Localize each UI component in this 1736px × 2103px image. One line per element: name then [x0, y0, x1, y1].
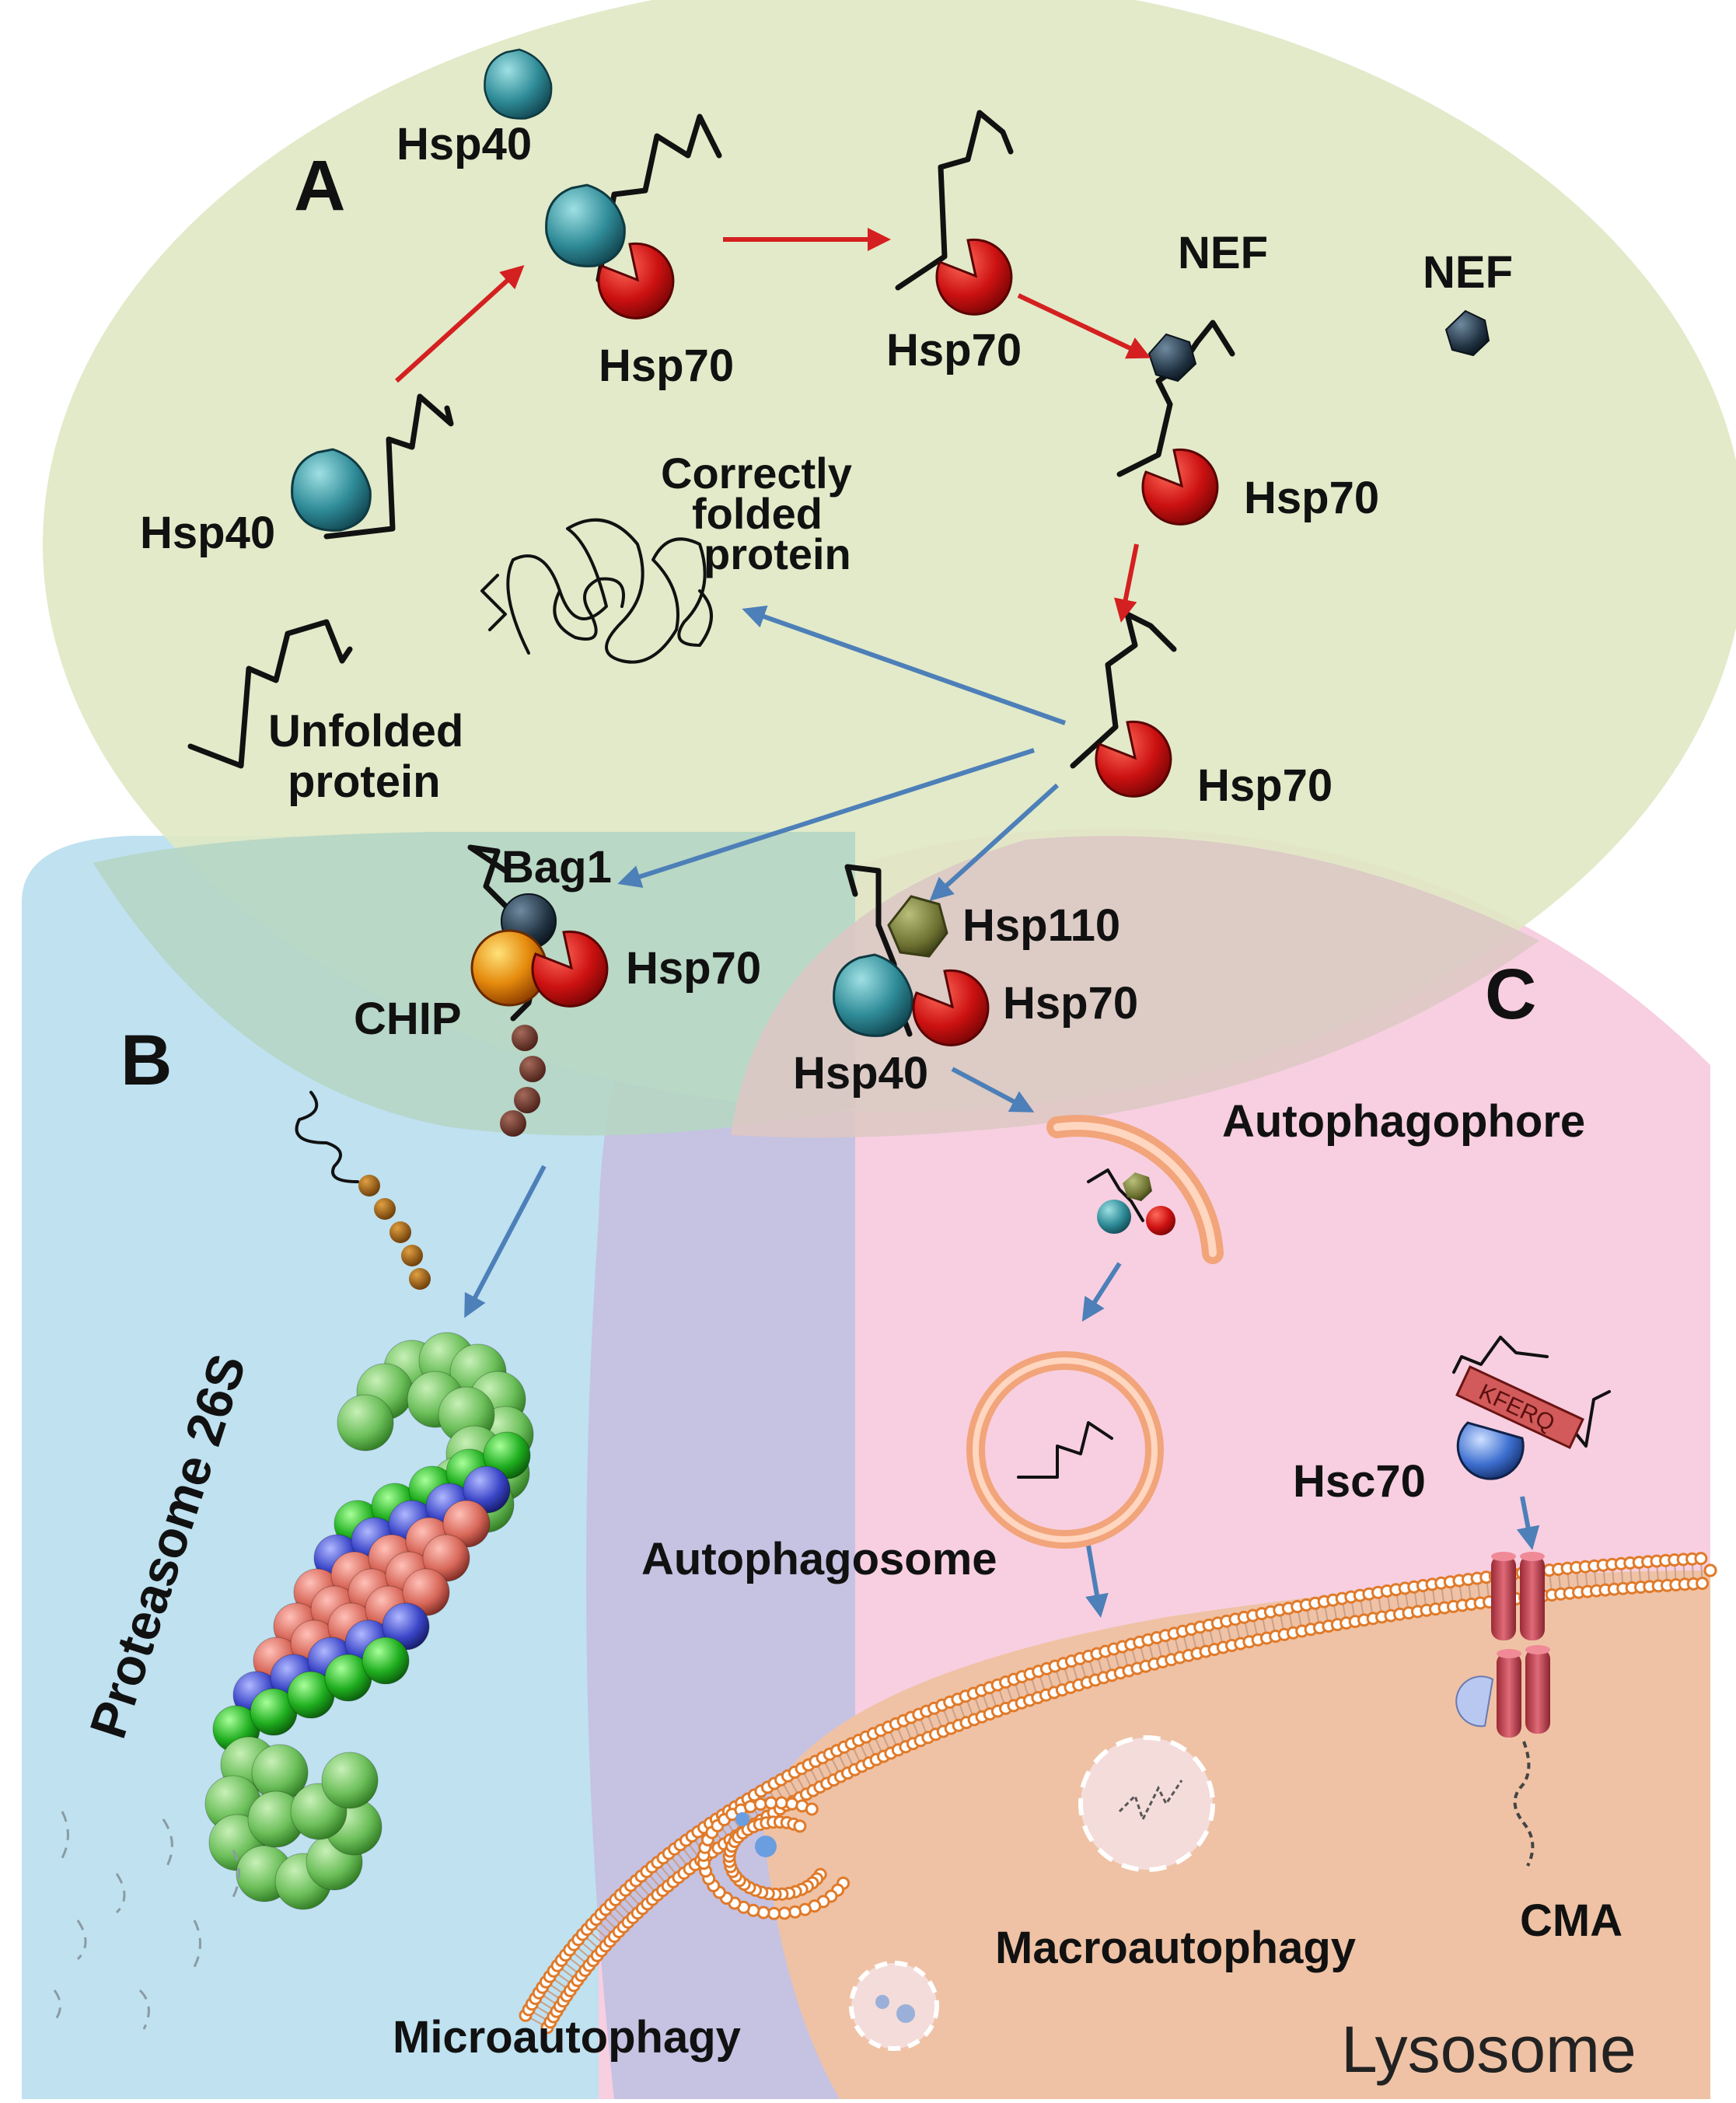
- ubiquitin-chain-icon: [500, 1025, 546, 1137]
- hsp110-icon: [887, 895, 948, 958]
- hsp70-label-b: Hsp70: [626, 943, 761, 994]
- arrow-unfolded-to-complex: [394, 264, 525, 383]
- hsp70-label-4: Hsp70: [1197, 760, 1333, 811]
- correctly-folded-line-2: folded: [692, 489, 823, 538]
- microautophagy-label: Microautophagy: [393, 2012, 741, 2063]
- arrow-to-hsp110: [929, 783, 1060, 902]
- arrow-to-bag1: [617, 748, 1035, 888]
- nef-bound-label: NEF: [1178, 228, 1268, 278]
- hsp110-hsp70-hsp40-complex: [833, 864, 990, 1046]
- section-label-b: B: [121, 1021, 172, 1100]
- arrow-hsc70-to-channel: [1516, 1496, 1540, 1550]
- arrow-hsp40-to-autophagophore: [951, 1067, 1035, 1113]
- correctly-folded-label: Correctly folded protein: [661, 449, 852, 578]
- fate-arrows: [464, 605, 1540, 1618]
- folded-protein-icon: [480, 518, 713, 664]
- hsp70-substrate-complex-2: [895, 110, 1014, 316]
- section-label-a: A: [294, 146, 345, 225]
- autophagophore-label: Autophagophore: [1222, 1096, 1585, 1147]
- hsp40-label-c: Hsp40: [793, 1048, 928, 1099]
- hsp40-hsp70-complex: [545, 114, 722, 320]
- arrow-nef-to-release: [1113, 543, 1139, 623]
- arrow-to-folded: [742, 605, 1067, 725]
- proteasome-subunit: [321, 1752, 379, 1809]
- hsp70-label-1: Hsp70: [599, 341, 734, 391]
- autophagophore-icon: [1046, 1115, 1224, 1264]
- hsp110-label: Hsp110: [962, 900, 1120, 951]
- hsp70-label-c: Hsp70: [1003, 978, 1138, 1029]
- hsp70-label-2: Hsp70: [886, 325, 1022, 376]
- correctly-folded-line-1: Correctly: [661, 449, 852, 498]
- lysosome-label: Lysosome: [1341, 2013, 1636, 2086]
- hsp40-substrate-complex: [291, 393, 454, 540]
- chip-bag1-complex: [467, 844, 609, 1137]
- macroautophagy-label: Macroautophagy: [995, 1923, 1356, 1973]
- arrow-autophagophore-to-autophagosome: [1081, 1262, 1122, 1322]
- autophagosome-icon: [966, 1351, 1164, 1549]
- chip-label: CHIP: [354, 994, 462, 1044]
- hsc70-icon: [1456, 1421, 1525, 1480]
- nef-icon: [1444, 309, 1490, 357]
- arrow-chip-to-proteasome: [464, 1165, 547, 1319]
- lamp2a-channel-icon: [1455, 1552, 1550, 1867]
- unfolded-protein-icon: [187, 619, 353, 769]
- kferq-motif: [1455, 1365, 1584, 1449]
- nef-free-label: NEF: [1423, 247, 1513, 298]
- arrow-hsp70-to-nef: [1017, 293, 1151, 359]
- macroautophagy-vesicle: [1078, 1735, 1215, 1872]
- arrow-autophagosome-to-lysosome: [1085, 1545, 1109, 1618]
- unfolded-label: Unfolded protein: [268, 706, 463, 807]
- unfolded-line-2: protein: [288, 756, 441, 807]
- ubiquitinated-substrate: [295, 1091, 431, 1290]
- proteasome-subunit: [337, 1394, 394, 1451]
- peptide-fragments: [53, 1811, 240, 2030]
- correctly-folded-line-3: protein: [704, 529, 851, 578]
- proteasome-icon: [204, 1332, 534, 1910]
- hsp70-label-3: Hsp70: [1244, 473, 1379, 523]
- hsc70-label: Hsc70: [1293, 1456, 1426, 1507]
- section-label-c: C: [1485, 955, 1536, 1034]
- ubiquitin-chain-icon: [358, 1175, 431, 1290]
- cma-label: CMA: [1520, 1895, 1622, 1946]
- autophagosome-label: Autophagosome: [641, 1534, 997, 1584]
- microautophagy-vesicle: [849, 1961, 939, 2051]
- unfolded-line-1: Unfolded: [268, 706, 463, 756]
- chaperone-cycle-arrows: [394, 228, 1151, 623]
- bag1-label: Bag1: [501, 842, 612, 893]
- hsp40-unbound-label: Hsp40: [140, 508, 275, 558]
- proteasome-subunit: [362, 1637, 410, 1685]
- lysosome-membrane: [519, 1552, 1717, 2035]
- hsp40-free-label: Hsp40: [396, 119, 532, 169]
- nef-hsp70-complex: [1116, 320, 1235, 526]
- hsp70-substrate-complex-4: [1070, 611, 1177, 798]
